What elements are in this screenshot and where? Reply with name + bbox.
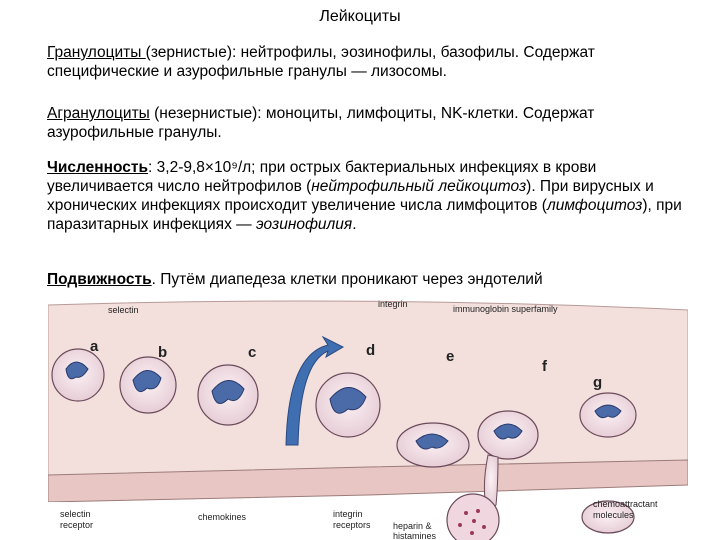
count-italic-c: эозинофилия <box>255 216 353 233</box>
granulocytes-term: Гранулоциты <box>47 44 146 61</box>
label-heparin-2: histamines <box>393 531 437 540</box>
letter-c: c <box>248 344 256 361</box>
letter-b: b <box>158 344 167 361</box>
granulocytes-paragraph: Гранулоциты (зернистые): нейтрофилы, эоз… <box>47 43 697 81</box>
count-text-b: ). При вирусных и хронических инфекциях … <box>47 178 654 214</box>
diapedesis-illustration: selectin integrin immunoglobin superfami… <box>48 299 688 540</box>
leukocyte-a <box>51 348 105 402</box>
motility-term: Подвижность <box>47 271 152 288</box>
label-chemokines: chemokines <box>198 512 247 522</box>
label-selectin: selectin <box>108 305 139 315</box>
agranulocytes-paragraph: Агранулоциты (незернистые): моноциты, ли… <box>47 104 697 142</box>
leukocyte-c <box>197 364 259 426</box>
leukocyte-b <box>119 356 177 414</box>
letter-e: e <box>446 348 454 365</box>
granulocytes-text: (зернистые): нейтрофилы, эозинофилы, баз… <box>47 44 595 80</box>
leukocyte-f <box>477 410 539 508</box>
diapedesis-figure: selectin integrin immunoglobin superfami… <box>48 295 688 540</box>
count-italic-b: лимфоцитоз <box>546 197 643 214</box>
leukocyte-e <box>396 422 470 468</box>
count-text-d: . <box>352 216 357 233</box>
label-chemo-1: chemoattractant <box>593 499 658 509</box>
count-paragraph: Численность: 3,2-9,8×10⁹/л; при острых б… <box>47 158 697 234</box>
motility-text: . Путём диапедеза клетки проникают через… <box>151 271 543 288</box>
tissue-area <box>48 502 688 540</box>
letter-d: d <box>366 342 375 359</box>
leukocyte-g <box>579 392 637 534</box>
agranulocytes-text: (незернистые): моноциты, лимфоциты, NK-к… <box>47 105 595 141</box>
count-text-c: ), при паразитарных инфекциях — <box>47 197 682 233</box>
count-term: Численность <box>47 159 149 176</box>
label-igsf: immunoglobin superfamily <box>453 304 558 314</box>
letter-a: a <box>90 338 99 355</box>
leukocyte-d <box>315 372 381 438</box>
endothelium <box>48 459 688 503</box>
label-selectin-receptor-2: receptor <box>60 520 93 530</box>
label-integrin-receptors-1: integrin <box>333 509 363 519</box>
label-selectin-receptor-1: selectin <box>60 509 91 519</box>
motility-paragraph: Подвижность. Путём диапедеза клетки прон… <box>47 270 697 289</box>
count-italic-a: нейтрофильный лейкоцитоз <box>311 178 527 195</box>
label-integrin: integrin <box>378 299 408 309</box>
page-title: Лейкоциты <box>319 8 401 25</box>
agranulocytes-term: Агранулоциты <box>47 105 150 122</box>
mast-cell <box>446 493 500 540</box>
migration-arrow <box>285 335 345 446</box>
count-text-a: : 3,2-9,8×10⁹/л; при острых бактериальны… <box>47 159 597 195</box>
label-integrin-receptors-2: receptors <box>333 520 371 530</box>
label-heparin-1: heparin & <box>393 521 432 531</box>
letter-f: f <box>542 358 548 375</box>
letter-g: g <box>593 374 602 391</box>
label-chemo-2: molecules <box>593 510 634 520</box>
